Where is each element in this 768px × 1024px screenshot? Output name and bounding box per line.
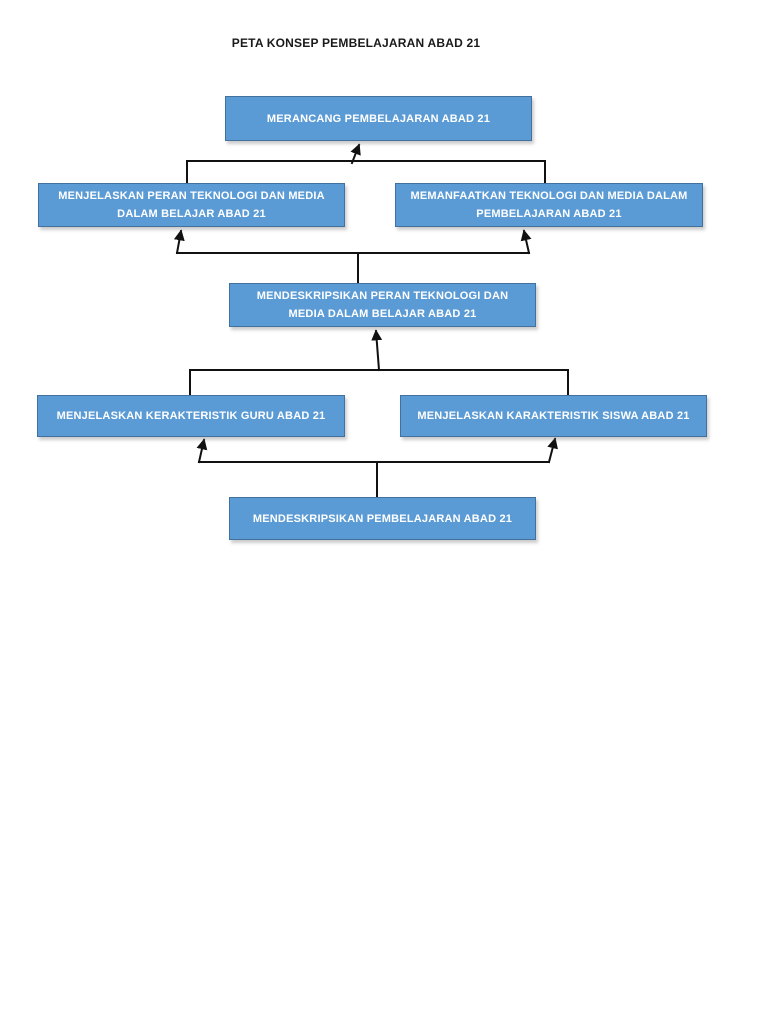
- connector-row3-to-row2-bracket: [176, 252, 530, 284]
- node-label: MENJELASKAN KERAKTERISTIK GURU ABAD 21: [56, 410, 326, 422]
- node-label: MENDESKRIPSIKAN PEMBELAJARAN ABAD 21: [252, 512, 513, 525]
- node-label: MENDESKRIPSIKAN PERAN TEKNOLOGI DAN MEDI…: [256, 290, 509, 320]
- node-label: MEMANFAATKAN TEKNOLOGI DAN MEDIA DALAM P…: [410, 190, 688, 220]
- node-menjelaskan-peran-teknologi: MENJELASKAN PERAN TEKNOLOGI DAN MEDIA DA…: [38, 183, 345, 227]
- arrow-into-row2-right: [520, 229, 532, 255]
- node-mendeskripsikan-peran-teknologi: MENDESKRIPSIKAN PERAN TEKNOLOGI DAN MEDI…: [229, 283, 536, 327]
- node-memanfaatkan-teknologi: MEMANFAATKAN TEKNOLOGI DAN MEDIA DALAM P…: [395, 183, 703, 227]
- connector-row2-to-row1-bracket: [186, 160, 546, 184]
- node-label: MENJELASKAN PERAN TEKNOLOGI DAN MEDIA DA…: [58, 190, 325, 220]
- node-menjelaskan-karakteristik-siswa: MENJELASKAN KARAKTERISTIK SISWA ABAD 21: [400, 395, 707, 437]
- node-mendeskripsikan-pembelajaran: MENDESKRIPSIKAN PEMBELAJARAN ABAD 21: [229, 497, 536, 540]
- node-menjelaskan-kerakteristik-guru: MENJELASKAN KERAKTERISTIK GURU ABAD 21: [37, 395, 345, 437]
- arrow-into-row2-left: [173, 229, 185, 255]
- arrow-into-row4-left: [196, 438, 208, 464]
- diagram-title: PETA KONSEP PEMBELAJARAN ABAD 21: [231, 36, 481, 50]
- connector-row4-to-row3-bracket: [189, 369, 569, 396]
- arrow-into-row3: [371, 329, 383, 372]
- node-label: MERANCANG PEMBELAJARAN ABAD 21: [266, 112, 491, 125]
- connector-row5-to-row4-bracket: [198, 461, 550, 498]
- arrow-into-row4-right: [547, 437, 558, 464]
- arrow-into-row1: [350, 143, 361, 165]
- node-merancang-pembelajaran: MERANCANG PEMBELAJARAN ABAD 21: [225, 96, 532, 141]
- node-label: MENJELASKAN KARAKTERISTIK SISWA ABAD 21: [417, 410, 690, 422]
